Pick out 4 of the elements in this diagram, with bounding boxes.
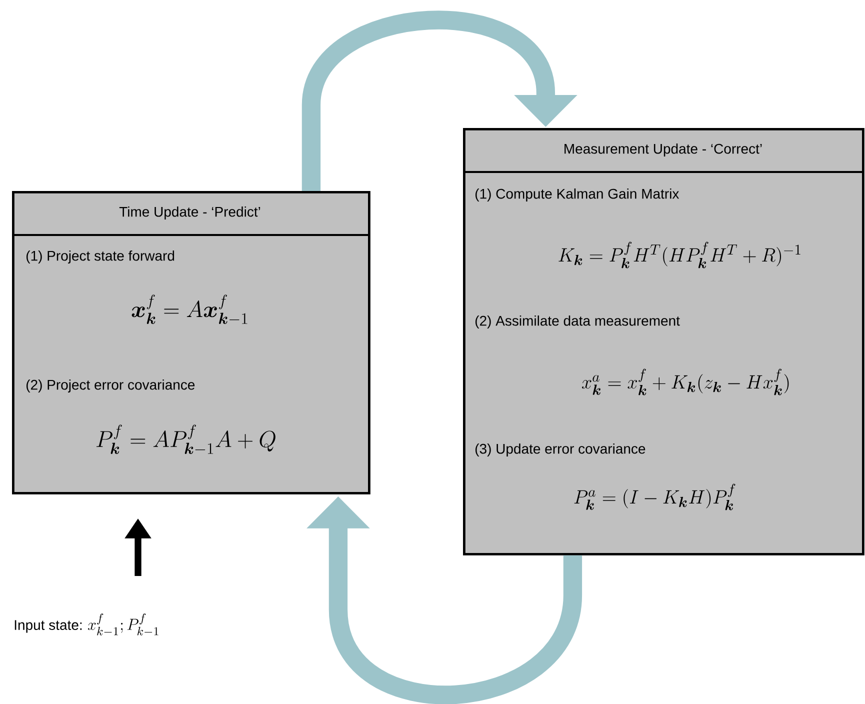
input-label: Input state: $x_{k-1}^{f};P_{k-1}^{f}$ xyxy=(14,614,158,636)
curved-arrow xyxy=(302,10,578,191)
process-box: Time Update - ‘Predict’ (1) Project state forward $\bm{x}_{\bm{k}}^{f} = A\bm{x}_{\bm{k}-1}^{f}$ (2) Project error covariance $P_{\bm{k}}^{f} = AP_{\bm{k}-1}^{f}A + Q$ xyxy=(12,191,370,494)
process-box: Measurement Update - ‘Correct’ (1) Compute Kalman Gain Matrix $K_{\bm{k}} = P_{\bm{k}}^{f}H^{T}(HP_{\bm{k}}^{f}H^{T} + R)^{-1}$ (2) Assimilate data measurement $x_{\bm{k}}^{a} = x_{\bm{k}}^{f} + K_{\bm{k}}(z_{\bm{k}} - Hx_{\bm{k}}^{f})$ (3) Update error covariance $P_{\bm{k}}^{a} = (I - K_{\bm{k}}H)P_{\bm{k}}^{f}$ xyxy=(463,128,864,556)
